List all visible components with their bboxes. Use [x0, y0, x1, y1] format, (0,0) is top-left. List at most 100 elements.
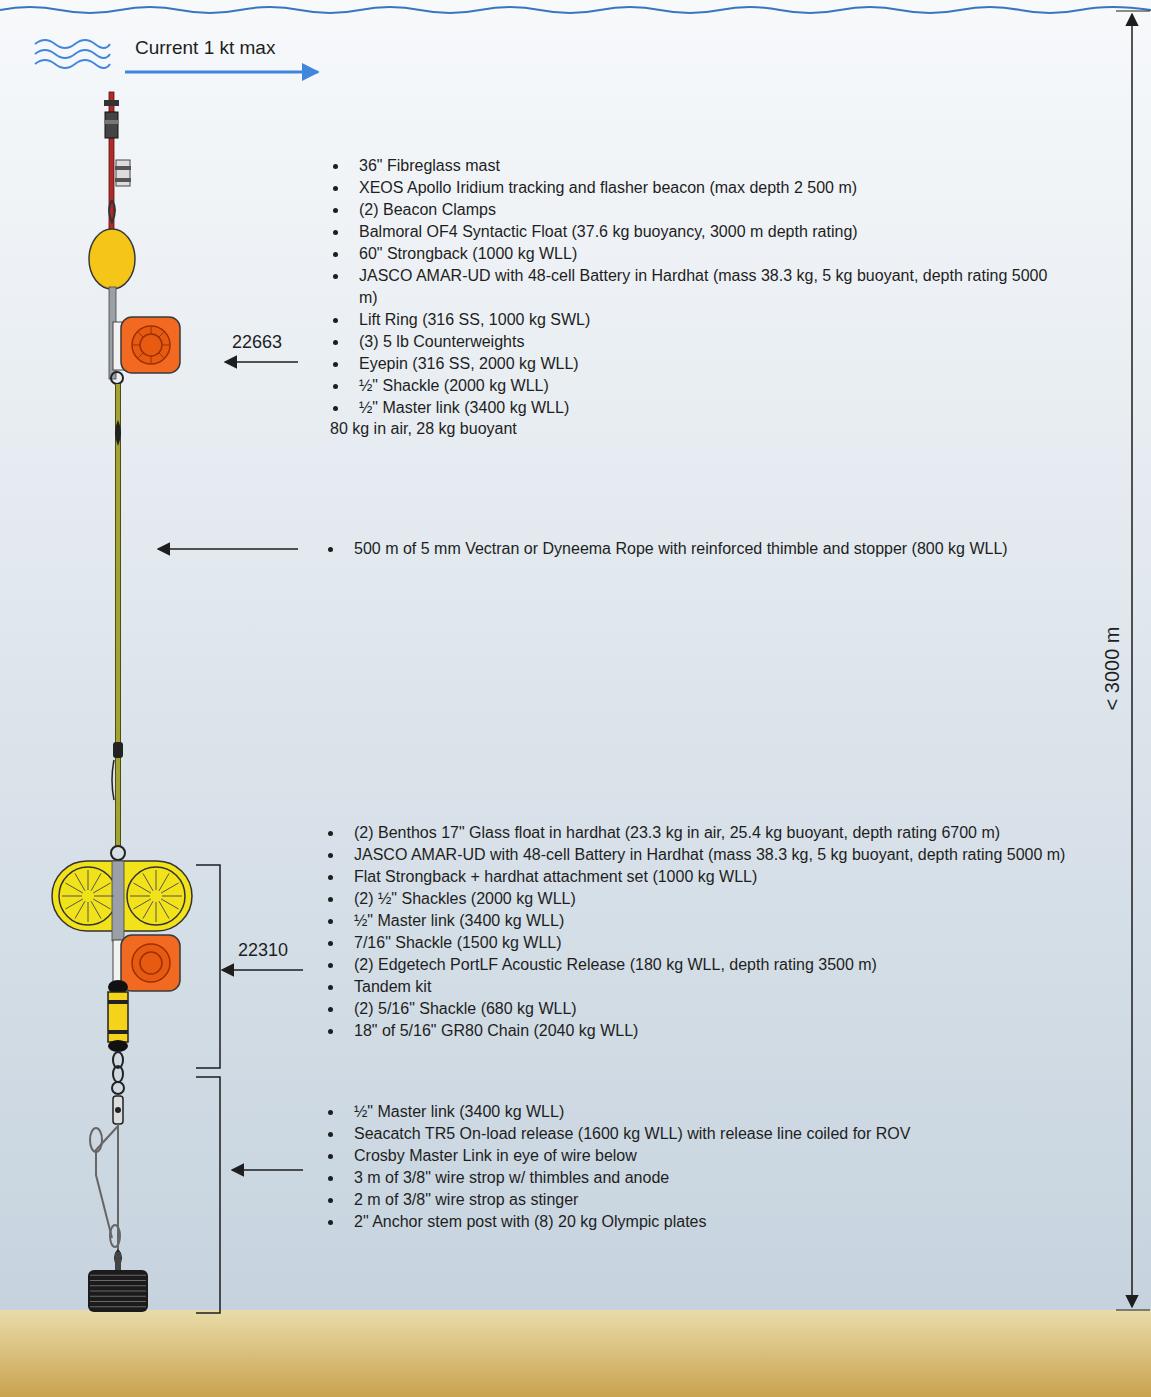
bullet-dot: [333, 362, 338, 367]
current-label: Current 1 kt max: [135, 36, 275, 60]
seacatch-release: [113, 1096, 123, 1124]
master-link: [111, 846, 125, 860]
seabed: [0, 1310, 1151, 1397]
part-list-item: 3 m of 3/8" wire strop w/ thimbles and a…: [325, 1167, 1095, 1189]
bullet-dot: [328, 1176, 333, 1181]
part-description: ½" Master link (3400 kg WLL): [354, 912, 564, 929]
part-description: Eyepin (316 SS, 2000 kg WLL): [359, 355, 579, 372]
part-description: 500 m of 5 mm Vectran or Dyneema Rope wi…: [354, 540, 1008, 557]
part-list-item: 60" Strongback (1000 kg WLL): [330, 243, 1065, 265]
bullet-dot: [333, 340, 338, 345]
part-description: JASCO AMAR-UD with 48-cell Battery in Ha…: [359, 267, 1047, 306]
wire-strops: [90, 1124, 121, 1266]
part-description: (2) ½" Shackles (2000 kg WLL): [354, 890, 576, 907]
bullet-dot: [328, 897, 333, 902]
parts-list: (2) Benthos 17" Glass float in hardhat (…: [325, 822, 1095, 1042]
bullet-dot: [328, 941, 333, 946]
mooring-rope: [112, 384, 123, 846]
part-description: (2) Edgetech PortLF Acoustic Release (18…: [354, 956, 877, 973]
bullet-dot: [328, 985, 333, 990]
group-weight-note: 80 kg in air, 28 kg buoyant: [330, 419, 517, 439]
part-list-item: XEOS Apollo Iridium tracking and flasher…: [330, 177, 1065, 199]
bullet-dot: [333, 186, 338, 191]
part-list-item: Tandem kit: [325, 976, 1095, 998]
part-list-item: 7/16" Shackle (1500 kg WLL): [325, 932, 1095, 954]
part-description: 2 m of 3/8" wire strop as stinger: [354, 1191, 578, 1208]
mast-and-beacon: [104, 92, 131, 237]
sea-surface: [0, 7, 1151, 13]
anchor-plates: [88, 1252, 148, 1312]
glass-floats: [52, 861, 192, 941]
part-list-item: ½" Master link (3400 kg WLL): [330, 397, 1065, 419]
bullet-dot: [328, 963, 333, 968]
part-description: (2) 5/16" Shackle (680 kg WLL): [354, 1000, 577, 1017]
bullet-dot: [328, 1110, 333, 1115]
plate-lines: [90, 1275, 146, 1307]
callout-number: 22310: [238, 939, 288, 962]
part-list-item: (2) Edgetech PortLF Acoustic Release (18…: [325, 954, 1095, 976]
part-description: 36" Fibreglass mast: [359, 157, 500, 174]
bullet-dot: [333, 274, 338, 279]
leader-arrows: [158, 362, 303, 1170]
part-list-item: JASCO AMAR-UD with 48-cell Battery in Ha…: [325, 844, 1095, 866]
float-spokes: [62, 327, 182, 981]
bullet-dot: [328, 1220, 333, 1225]
part-list-item: Eyepin (316 SS, 2000 kg WLL): [330, 353, 1065, 375]
bullet-dot: [328, 853, 333, 858]
part-list-item: ½" Shackle (2000 kg WLL): [330, 375, 1065, 397]
part-list-item: Flat Strongback + hardhat attachment set…: [325, 866, 1095, 888]
bullet-dot: [328, 1007, 333, 1012]
part-description: ½" Master link (3400 kg WLL): [359, 399, 569, 416]
bullet-dot: [333, 406, 338, 411]
part-list-item: JASCO AMAR-UD with 48-cell Battery in Ha…: [330, 265, 1065, 309]
part-list-item: Crosby Master Link in eye of wire below: [325, 1145, 1095, 1167]
part-list-item: ½" Master link (3400 kg WLL): [325, 1101, 1095, 1123]
bullet-dot: [333, 208, 338, 213]
parts-list: 500 m of 5 mm Vectran or Dyneema Rope wi…: [325, 538, 1125, 560]
part-description: (2) Benthos 17" Glass float in hardhat (…: [354, 824, 1000, 841]
parts-list: 36" Fibreglass mastXEOS Apollo Iridium t…: [330, 155, 1065, 419]
part-list-item: Balmoral OF4 Syntactic Float (37.6 kg bu…: [330, 221, 1065, 243]
part-description: Crosby Master Link in eye of wire below: [354, 1147, 637, 1164]
bullet-dot: [333, 384, 338, 389]
part-list-item: 2" Anchor stem post with (8) 20 kg Olymp…: [325, 1211, 1095, 1233]
callout-number: 22663: [232, 331, 282, 354]
part-description: Lift Ring (316 SS, 1000 kg SWL): [359, 311, 590, 328]
bullet-dot: [328, 1154, 333, 1159]
bullet-dot: [328, 547, 333, 552]
part-list-item: 2 m of 3/8" wire strop as stinger: [325, 1189, 1095, 1211]
bullet-dot: [328, 1198, 333, 1203]
bullet-dot: [328, 875, 333, 880]
part-description: 18" of 5/16" GR80 Chain (2040 kg WLL): [354, 1022, 638, 1039]
bullet-dot: [333, 230, 338, 235]
part-description: Flat Strongback + hardhat attachment set…: [354, 868, 757, 885]
bullet-dot: [328, 1029, 333, 1034]
syntactic-float: [89, 229, 135, 289]
part-description: XEOS Apollo Iridium tracking and flasher…: [359, 179, 857, 196]
part-description: Seacatch TR5 On-load release (1600 kg WL…: [354, 1125, 910, 1142]
bullet-dot: [333, 164, 338, 169]
part-list-item: ½" Master link (3400 kg WLL): [325, 910, 1095, 932]
part-description: 2" Anchor stem post with (8) 20 kg Olymp…: [354, 1213, 707, 1230]
part-list-item: Lift Ring (316 SS, 1000 kg SWL): [330, 309, 1065, 331]
part-list-item: (2) Benthos 17" Glass float in hardhat (…: [325, 822, 1095, 844]
bullet-dot: [333, 252, 338, 257]
master-link: [111, 372, 123, 384]
current-arrow: [125, 71, 318, 74]
part-list-item: (2) 5/16" Shackle (680 kg WLL): [325, 998, 1095, 1020]
part-description: Tandem kit: [354, 978, 431, 995]
water: [0, 0, 1151, 1312]
part-description: ½" Shackle (2000 kg WLL): [359, 377, 549, 394]
bullet-dot: [328, 1132, 333, 1137]
part-description: JASCO AMAR-UD with 48-cell Battery in Ha…: [354, 846, 1065, 863]
part-description: (2) Beacon Clamps: [359, 201, 496, 218]
part-list-item: Seacatch TR5 On-load release (1600 kg WL…: [325, 1123, 1095, 1145]
part-description: Balmoral OF4 Syntactic Float (37.6 kg bu…: [359, 223, 858, 240]
part-list-item: 18" of 5/16" GR80 Chain (2040 kg WLL): [325, 1020, 1095, 1042]
group-brackets: [196, 865, 220, 1313]
bullet-dot: [328, 919, 333, 924]
part-description: 7/16" Shackle (1500 kg WLL): [354, 934, 562, 951]
bullet-dot: [328, 831, 333, 836]
part-list-item: 36" Fibreglass mast: [330, 155, 1065, 177]
